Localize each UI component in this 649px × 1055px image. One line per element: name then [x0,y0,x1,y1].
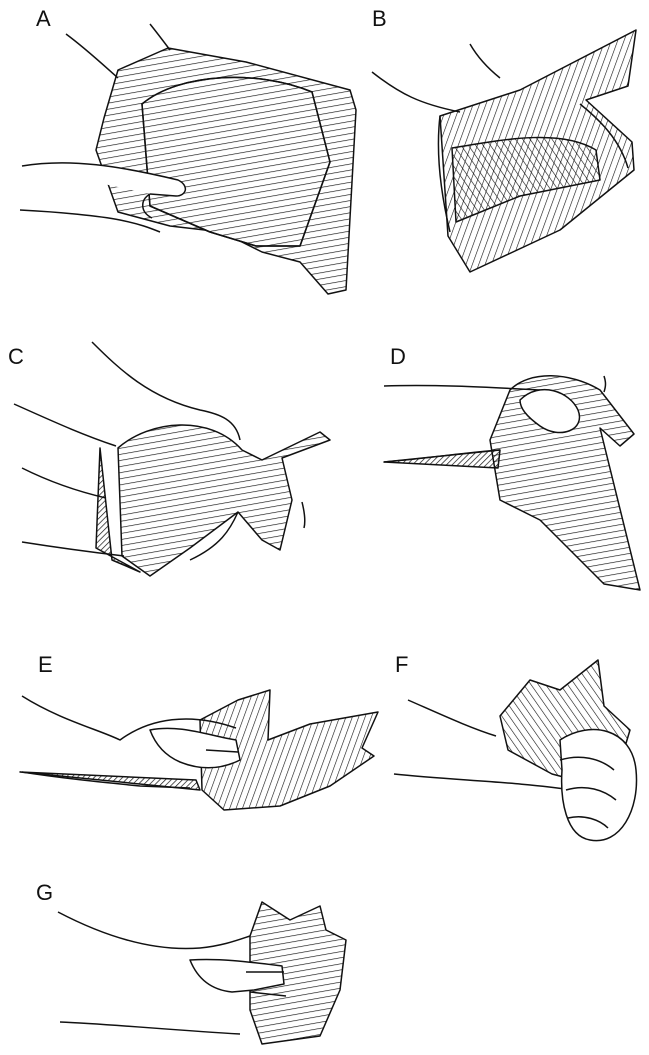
illustration-c [14,342,330,576]
illustration-f [394,660,637,841]
illustration-g [58,902,346,1044]
illustration-e [20,690,378,810]
illustration-b [372,30,636,272]
illustration-a [20,24,356,294]
illustration-d [384,376,640,590]
